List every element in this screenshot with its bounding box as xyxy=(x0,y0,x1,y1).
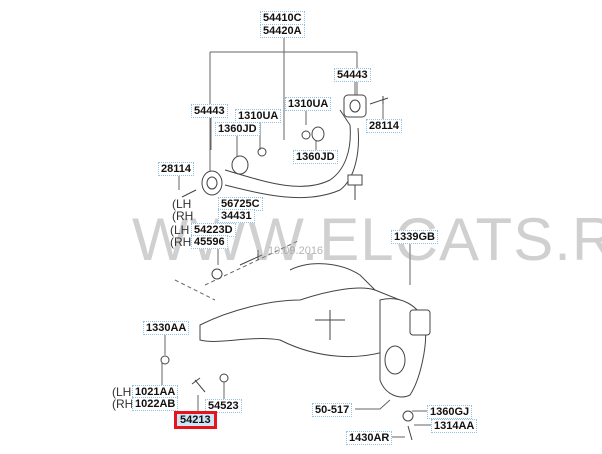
part-label-54523[interactable]: 54523 xyxy=(205,399,242,413)
part-label-54443[interactable]: 54443 xyxy=(191,104,228,118)
lower-control-arm xyxy=(160,250,431,441)
rh-marker: (RH xyxy=(172,209,194,223)
part-label-50-517[interactable]: 50-517 xyxy=(312,403,353,417)
upper-control-arm xyxy=(181,94,389,200)
leader-lines xyxy=(161,36,432,438)
watermark-date: 19.09.2016 xyxy=(268,245,324,257)
lh-marker: (LH xyxy=(172,197,192,211)
part-label-54213-selected[interactable]: 54213 xyxy=(174,411,217,429)
part-label-1360JD[interactable]: 1360JD xyxy=(215,122,260,136)
rh-marker: (RH xyxy=(170,235,192,249)
part-label-28114[interactable]: 28114 xyxy=(158,162,194,176)
part-label-1022AB[interactable]: 1022AB xyxy=(132,397,179,411)
rh-marker: (RH xyxy=(112,397,134,411)
part-label-1314AA[interactable]: 1314AA xyxy=(431,419,478,433)
part-label-45596[interactable]: 45596 xyxy=(191,235,228,249)
part-label-1310UA[interactable]: 1310UA xyxy=(285,97,332,111)
part-label-1360JD[interactable]: 1360JD xyxy=(293,150,338,164)
part-label-1330AA[interactable]: 1330AA xyxy=(143,321,190,335)
part-label-34431[interactable]: 34431 xyxy=(218,209,255,223)
part-label-1310UA[interactable]: 1310UA xyxy=(235,109,282,123)
part-label-54410C[interactable]: 54410C xyxy=(260,11,305,25)
part-label-54223D[interactable]: 54223D xyxy=(191,223,236,237)
part-label-1430AR[interactable]: 1430AR xyxy=(346,431,393,445)
lh-marker: (LH xyxy=(112,385,132,399)
part-label-1360GJ[interactable]: 1360GJ xyxy=(427,405,473,419)
part-label-1339GB[interactable]: 1339GB xyxy=(391,230,438,244)
part-label-54443[interactable]: 54443 xyxy=(334,68,371,82)
part-label-28114[interactable]: 28114 xyxy=(366,119,402,133)
lh-marker: (LH xyxy=(170,223,190,237)
part-label-54420A[interactable]: 54420A xyxy=(260,24,305,38)
